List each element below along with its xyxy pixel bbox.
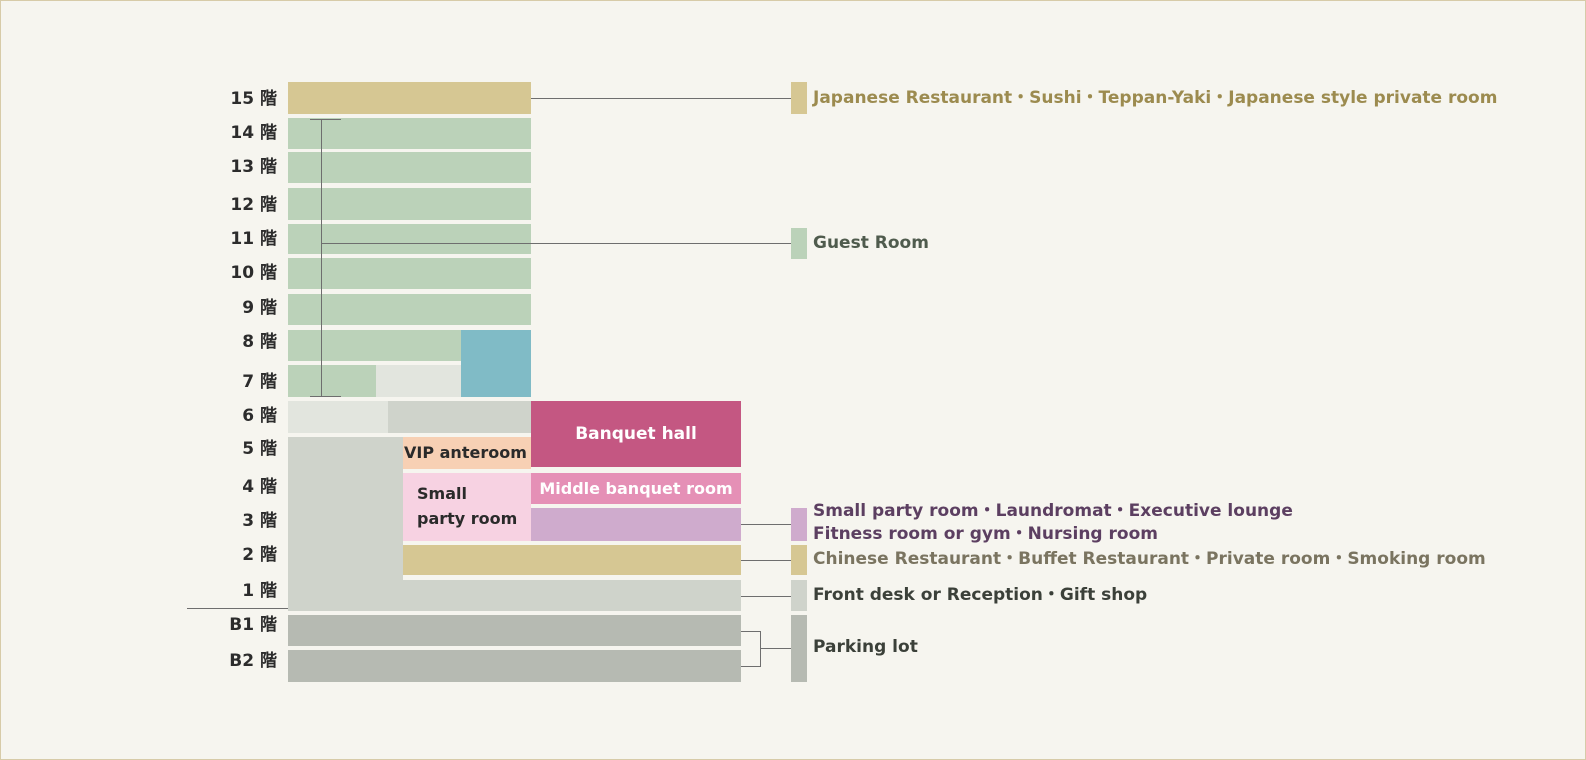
floor-2-connector-line: [741, 560, 791, 561]
vip-anteroom-label: VIP anteroom: [404, 443, 527, 462]
floor-label-6: 6 階: [242, 406, 277, 426]
floor-6-grey-block: [388, 401, 531, 433]
floor-label-1: 1 階: [242, 581, 277, 601]
middle-banquet-room-label: Middle banquet room: [539, 479, 733, 498]
floor-10-guest-block: [288, 258, 531, 289]
floor-label-10: 10 階: [230, 263, 277, 283]
parking-connector-line: [760, 648, 791, 649]
legend-swatch-japanese-restaurant: [791, 82, 807, 114]
floor-label-14: 14 階: [230, 123, 277, 143]
floor-8-guest-block: [288, 330, 461, 361]
floor-label-15: 15 階: [230, 89, 277, 109]
floor-label-b1: B1 階: [229, 615, 277, 635]
small-party-room-block: Small party room: [403, 473, 531, 541]
guest-bracket-bottom-tick: [310, 396, 341, 397]
floor-label-2: 2 階: [242, 545, 277, 565]
legend-parking: Parking lot: [813, 637, 918, 657]
legend-swatch-chinese-restaurant: [791, 545, 807, 575]
floor-13-guest-block: [288, 152, 531, 183]
small-party-room-label-line1: Small: [417, 484, 467, 503]
banquet-hall-label: Banquet hall: [575, 424, 697, 444]
floor-6-light-block: [288, 401, 388, 433]
parking-bracket-vertical: [760, 631, 761, 667]
floor-7-8-blue-block: [461, 330, 531, 397]
ground-line: [187, 608, 288, 609]
floor-9-guest-block: [288, 294, 531, 325]
floor-label-13: 13 階: [230, 157, 277, 177]
parking-bracket-bottom: [741, 666, 761, 667]
floor-7-grey-block: [376, 365, 461, 397]
guest-bracket-top-tick: [310, 119, 341, 120]
floor-b1-parking-block: [288, 615, 741, 646]
floor-15-restaurant-block: [288, 82, 531, 114]
floor-label-9: 9 階: [242, 298, 277, 318]
middle-banquet-room-block: Middle banquet room: [531, 473, 741, 504]
legend-chinese-restaurant: Chinese Restaurant・Buffet Restaurant・Pri…: [813, 549, 1486, 569]
floor-1-connector-line: [741, 596, 791, 597]
floor-14-guest-block: [288, 118, 531, 149]
floor-label-3: 3 階: [242, 511, 277, 531]
parking-bracket-top: [741, 631, 761, 632]
small-party-room-label-line2: party room: [417, 509, 518, 528]
legend-front-desk: Front desk or Reception・Gift shop: [813, 585, 1148, 605]
floor-11-guest-block: [288, 224, 531, 254]
legend-swatch-guest-room: [791, 228, 807, 259]
lower-floors-grey-column: [288, 437, 403, 611]
guest-bracket-vertical: [321, 119, 322, 397]
floor-label-11: 11 階: [230, 229, 277, 249]
legend-swatch-third-floor: [791, 508, 807, 541]
floor-label-5: 5 階: [242, 439, 277, 459]
floor-3-lounge-block: [531, 508, 741, 541]
floor-1-reception-block: [403, 580, 741, 611]
guest-connector-line: [321, 243, 791, 244]
floor-label-4: 4 階: [242, 477, 277, 497]
legend-japanese-restaurant: Japanese Restaurant・Sushi・Teppan-Yaki・Ja…: [813, 88, 1498, 108]
vip-anteroom-block: VIP anteroom: [403, 437, 531, 469]
floor-b2-parking-block: [288, 650, 741, 682]
floor-2-restaurant-block: [403, 545, 741, 575]
floor-label-8: 8 階: [242, 332, 277, 352]
legend-third-floor-line2: Fitness room or gym・Nursing room: [813, 524, 1158, 544]
floor-label-b2: B2 階: [229, 651, 277, 671]
floor-label-7: 7 階: [242, 372, 277, 392]
legend-third-floor-line1: Small party room・Laundromat・Executive lo…: [813, 501, 1293, 521]
legend-swatch-parking: [791, 615, 807, 682]
legend-guest-room: Guest Room: [813, 233, 929, 253]
restaurant-15-connector-line: [531, 98, 791, 99]
floor-3-connector-line: [741, 524, 791, 525]
legend-swatch-front-desk: [791, 580, 807, 611]
floor-12-guest-block: [288, 188, 531, 220]
floor-label-12: 12 階: [230, 195, 277, 215]
floor-7-guest-block: [288, 365, 376, 397]
banquet-hall-block: Banquet hall: [531, 401, 741, 467]
